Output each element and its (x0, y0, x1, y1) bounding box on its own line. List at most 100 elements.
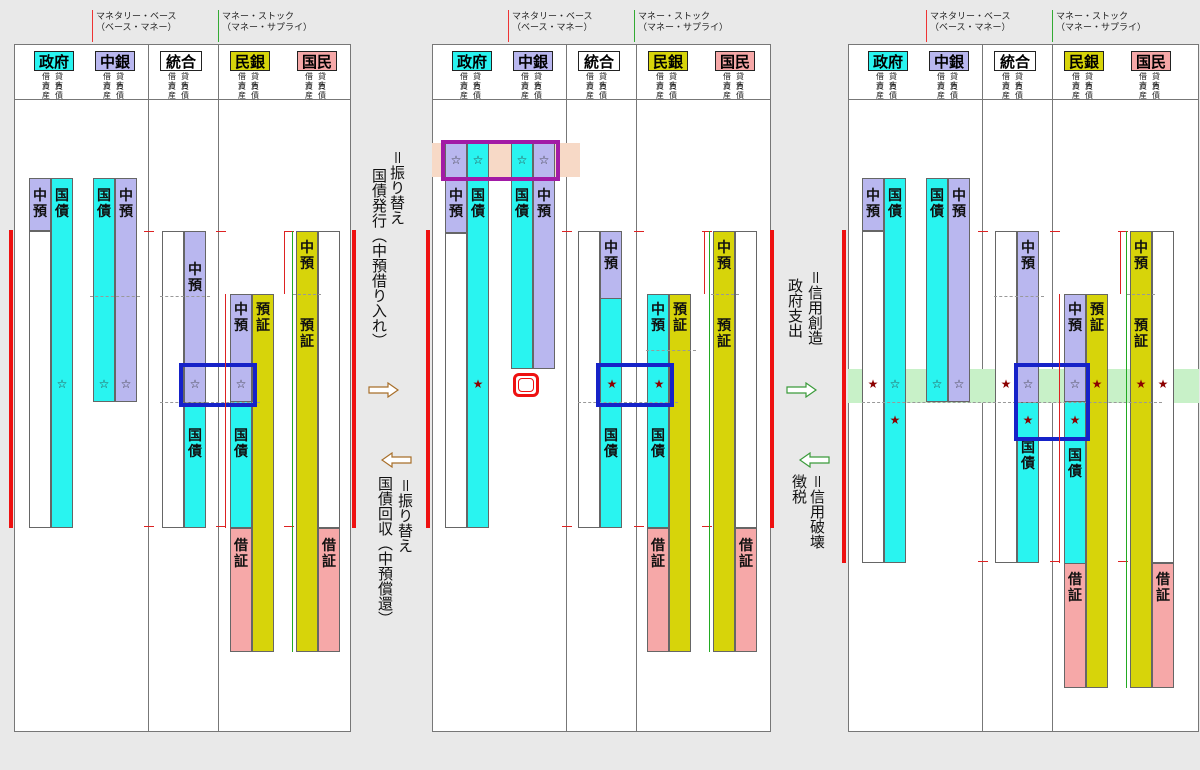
bar-integ-chuyo (600, 231, 622, 299)
red-tick (562, 231, 572, 232)
header-people: 国民 (715, 51, 755, 71)
red-tick (1050, 561, 1060, 562)
sub-label-credit: 負債 (534, 82, 542, 100)
header-integ: 統合 (160, 51, 202, 71)
sub-label-debit: 資産 (1002, 82, 1010, 100)
side-text-left-top-a: ＝振り替え (388, 150, 406, 226)
legend-ms-line2: （マネー・サプライ） (1056, 23, 1147, 33)
open-star-icon: ☆ (538, 153, 550, 167)
bar-people-blank (735, 231, 757, 528)
legend-mb-line2: （ベース・マネー） (512, 23, 593, 33)
arrow-left-icon (798, 452, 830, 468)
column-divider (218, 44, 219, 732)
open-star-icon: ☆ (953, 377, 965, 391)
legend-money-stock-2: マネー・ストック （マネー・サプライ） (634, 10, 728, 42)
sub-label-debit: 資産 (1139, 82, 1147, 100)
legend-mb-line1: マネタリー・ベース (512, 12, 593, 22)
sub-label-credit: 貸方 (1152, 72, 1160, 90)
sub-label-debit: 借方 (103, 72, 111, 90)
label-kokusai: 国債 (930, 188, 944, 220)
sub-label-credit: 負債 (1015, 82, 1023, 100)
open-star-icon: ☆ (472, 153, 484, 167)
label-kokusai: 国債 (97, 188, 111, 220)
sub-label-debit: 借方 (586, 72, 594, 90)
legend-ms-line1: マネー・ストック (222, 12, 295, 22)
label-yosho: 預証 (1134, 318, 1148, 350)
sub-label-credit: 負債 (736, 82, 744, 100)
red-tick (1118, 231, 1128, 232)
legend-mb-line2: （ベース・マネー） (96, 23, 177, 33)
header-bank: 民銀 (648, 51, 688, 71)
sub-label-debit: 資産 (168, 82, 176, 100)
filled-star-icon: ★ (1069, 413, 1081, 427)
bar-bank-yosho (669, 294, 691, 652)
red-line (704, 231, 705, 294)
column-divider (148, 44, 149, 732)
filled-star-icon: ★ (606, 377, 618, 391)
sub-label-debit: 資産 (460, 82, 468, 100)
bar-bank-shakusho (1064, 563, 1086, 688)
side-text-right-bottom-b: 徴税 (790, 474, 808, 504)
filled-star-icon: ★ (1091, 377, 1103, 391)
open-star-icon: ☆ (1069, 377, 1081, 391)
open-star-icon: ☆ (1022, 377, 1034, 391)
sub-label-debit: 資産 (656, 82, 664, 100)
label-kokusai: 国債 (1021, 440, 1035, 472)
legend-money-stock-3: マネー・ストック （マネー・サプライ） (1052, 10, 1147, 42)
sub-label-debit: 借方 (1139, 72, 1147, 90)
header-integ: 統合 (578, 51, 620, 71)
label-chuyo: 中預 (119, 188, 133, 220)
header-integ: 統合 (994, 51, 1036, 71)
filled-star-icon: ★ (1000, 377, 1012, 391)
bar-bank-shakusho (647, 528, 669, 652)
label-kokusai: 国債 (471, 188, 485, 220)
sub-label-credit: 負債 (318, 82, 326, 100)
dashed-divider (862, 402, 1162, 403)
dashed-divider (578, 402, 678, 403)
red-tick (978, 231, 988, 232)
sub-label-credit: 貸方 (669, 72, 677, 90)
legend-monetary-base-3: マネタリー・ベース （ベース・マネー） (926, 10, 1011, 42)
purple-box (441, 140, 560, 181)
label-kokusai: 国債 (888, 188, 902, 220)
label-kokusai: 国債 (515, 188, 529, 220)
sub-label-credit: 負債 (116, 82, 124, 100)
sub-label-debit: 資産 (521, 82, 529, 100)
sub-label-credit: 貸方 (534, 72, 542, 90)
filled-star-icon: ★ (472, 377, 484, 391)
bar-people-yosho (713, 231, 735, 652)
filled-star-icon: ★ (889, 413, 901, 427)
bar-gov-kokusai (884, 178, 906, 563)
legend-monetary-base-2: マネタリー・ベース （ベース・マネー） (508, 10, 593, 42)
label-kokusai: 国債 (604, 428, 618, 460)
sub-label-debit: 借方 (305, 72, 313, 90)
label-yosho: 預証 (717, 318, 731, 350)
legend-monetary-base: マネタリー・ベース （ベース・マネー） (92, 10, 177, 42)
bar-people-shakusho (318, 528, 340, 652)
header-people: 国民 (1131, 51, 1171, 71)
side-text-left-bottom-b: 国債回収（中預償還） (376, 476, 394, 626)
legend-ms-line2: （マネー・サプライ） (222, 23, 313, 33)
blue-box (1014, 363, 1090, 441)
open-star-icon: ☆ (98, 377, 110, 391)
green-line (1126, 231, 1127, 688)
bar-gov-blank (445, 233, 467, 528)
sub-label-debit: 借方 (937, 72, 945, 90)
label-chuyo: 中預 (952, 188, 966, 220)
label-kokusai: 国債 (188, 428, 202, 460)
label-kokusai: 国債 (651, 428, 665, 460)
label-chuyo: 中預 (537, 188, 551, 220)
sub-label-credit: 貸方 (599, 72, 607, 90)
red-line (284, 231, 285, 294)
bar-people-blank (318, 231, 340, 528)
dashed-divider (1127, 294, 1155, 295)
open-star-icon: ☆ (450, 153, 462, 167)
red-tick (144, 231, 154, 232)
bar-bank-yosho (252, 294, 274, 652)
filled-star-icon: ★ (1022, 413, 1034, 427)
sub-label-debit: 資産 (305, 82, 313, 100)
sub-label-credit: 負債 (1085, 82, 1093, 100)
label-chuyo: 中預 (234, 302, 248, 334)
sub-label-credit: 負債 (669, 82, 677, 100)
header-gov: 政府 (452, 51, 492, 71)
